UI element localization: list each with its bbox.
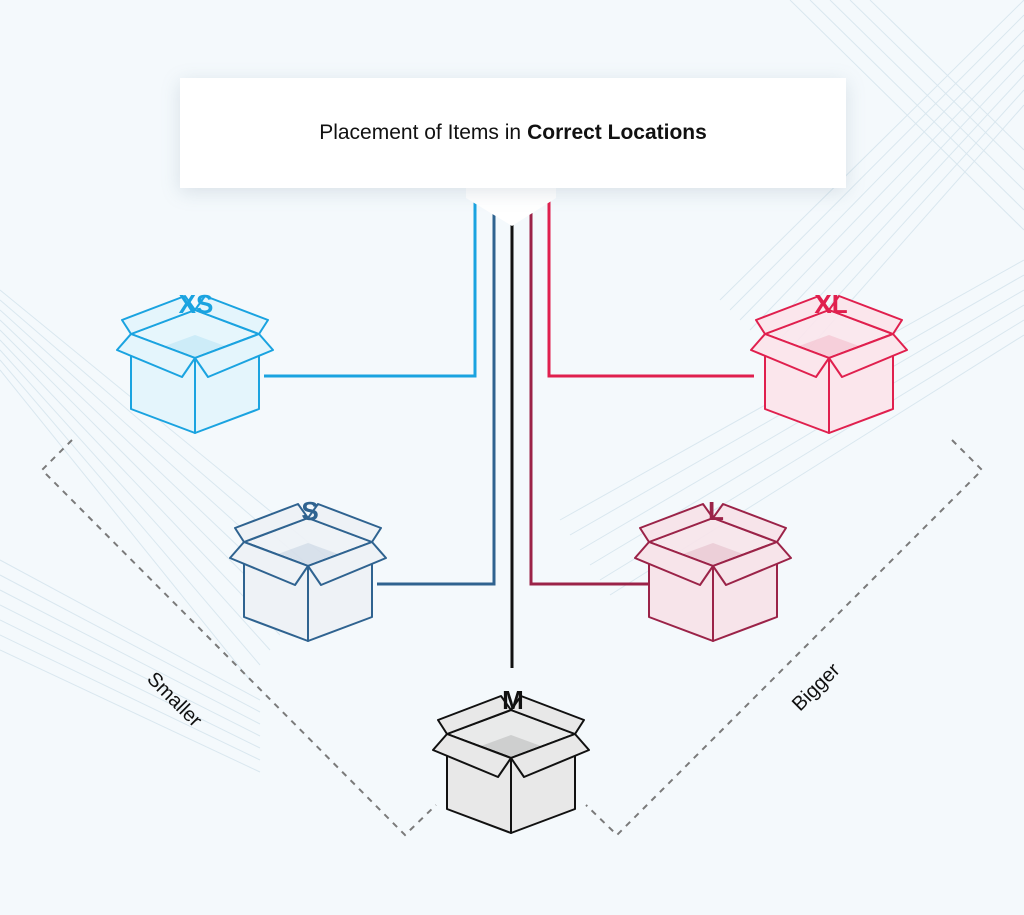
box-xs-icon	[116, 295, 274, 434]
connector-s	[377, 200, 496, 586]
label-l: L	[708, 496, 724, 526]
title-prefix: Placement of Items in	[319, 121, 522, 144]
box-xl-icon	[750, 295, 908, 434]
box-m-icon	[432, 695, 590, 834]
smaller-axis-line	[40, 439, 437, 837]
connectors	[264, 200, 754, 668]
title-card: Placement of Items in Correct Locations	[180, 78, 846, 188]
box-l-icon	[634, 503, 792, 642]
connector-l	[529, 200, 648, 586]
label-xs: XS	[178, 289, 214, 319]
connector-xs	[264, 200, 477, 378]
box-s-icon	[229, 503, 387, 642]
bigger-axis-line	[585, 439, 984, 837]
label-m: M	[502, 685, 524, 715]
connector-xl	[547, 200, 754, 378]
title-emphasis: Correct Locations	[527, 121, 707, 144]
background-lines-left	[0, 289, 331, 773]
axis-dashes	[40, 439, 984, 837]
label-xl: XL	[814, 289, 848, 319]
label-s: S	[301, 496, 319, 526]
